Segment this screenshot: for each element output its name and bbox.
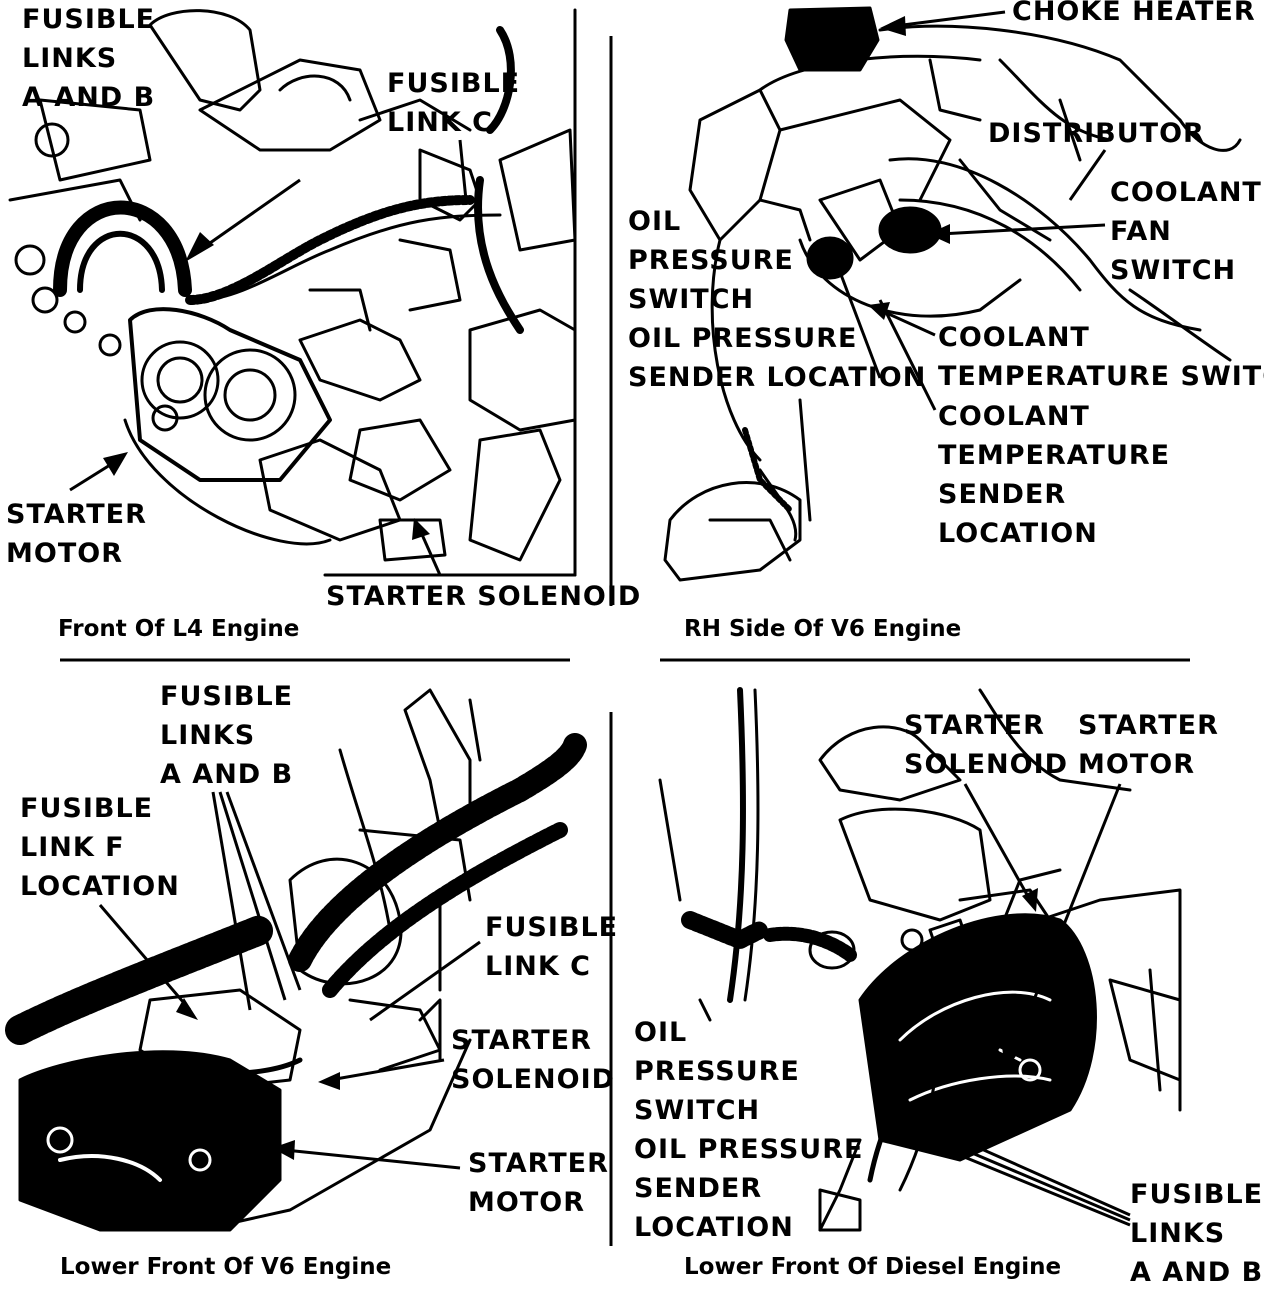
label-fusible-link-f: FUSIBLE LINK F LOCATION <box>20 793 180 902</box>
caption-l4-engine: Front Of L4 Engine <box>58 616 300 642</box>
label-fusible-link-c-v6: FUSIBLE LINK C <box>485 912 619 982</box>
label-starter-motor-v6: STARTER MOTOR <box>468 1148 609 1218</box>
label-coolant-fan-switch: COOLANT FAN SWITCH <box>1110 177 1262 286</box>
label-starter-solenoid-diesel: STARTER SOLENOID <box>904 710 1069 780</box>
label-fusible-links-ab-l4: FUSIBLE LINKS A AND B <box>22 4 156 113</box>
label-fusible-link-c-l4: FUSIBLE LINK C <box>387 68 521 138</box>
v6-lower-leader-arrows <box>98 791 481 1170</box>
diesel-leader-arrows <box>934 783 1131 1227</box>
label-fusible-links-ab-v6: FUSIBLE LINKS A AND B <box>160 681 294 790</box>
v6-lower-drawing <box>5 688 587 1232</box>
label-starter-solenoid-v6: STARTER SOLENOID <box>451 1025 616 1095</box>
label-distributor: DISTRIBUTOR <box>988 118 1205 149</box>
l4-engine-drawing <box>8 8 577 577</box>
panel-dividers <box>60 36 1190 1246</box>
label-coolant-temperature-switch: COOLANT TEMPERATURE SWITCH <box>938 322 1264 392</box>
caption-v6-lower-front: Lower Front Of V6 Engine <box>60 1254 392 1280</box>
caption-diesel-lower-front: Lower Front Of Diesel Engine <box>684 1254 1062 1280</box>
l4-leader-arrows <box>69 139 468 576</box>
label-oil-pressure-switch-v6: OIL PRESSURE SWITCH OIL PRESSURE SENDER … <box>628 206 927 393</box>
label-starter-motor-diesel: STARTER MOTOR <box>1078 710 1219 780</box>
v6-rh-leader-arrows <box>838 10 1107 411</box>
label-coolant-temperature-sender: COOLANT TEMPERATURE SENDER LOCATION <box>938 401 1171 549</box>
label-starter-motor-l4: STARTER MOTOR <box>6 499 147 569</box>
label-fusible-links-ab-diesel: FUSIBLE LINKS A AND B <box>1130 1179 1264 1288</box>
caption-v6-rh-side: RH Side Of V6 Engine <box>684 616 962 642</box>
label-choke-heater: CHOKE HEATER <box>1012 0 1256 27</box>
label-oil-pressure-switch-diesel: OIL PRESSURE SWITCH OIL PRESSURE SENDER … <box>634 1017 864 1243</box>
label-starter-solenoid-l4: STARTER SOLENOID <box>326 581 642 612</box>
